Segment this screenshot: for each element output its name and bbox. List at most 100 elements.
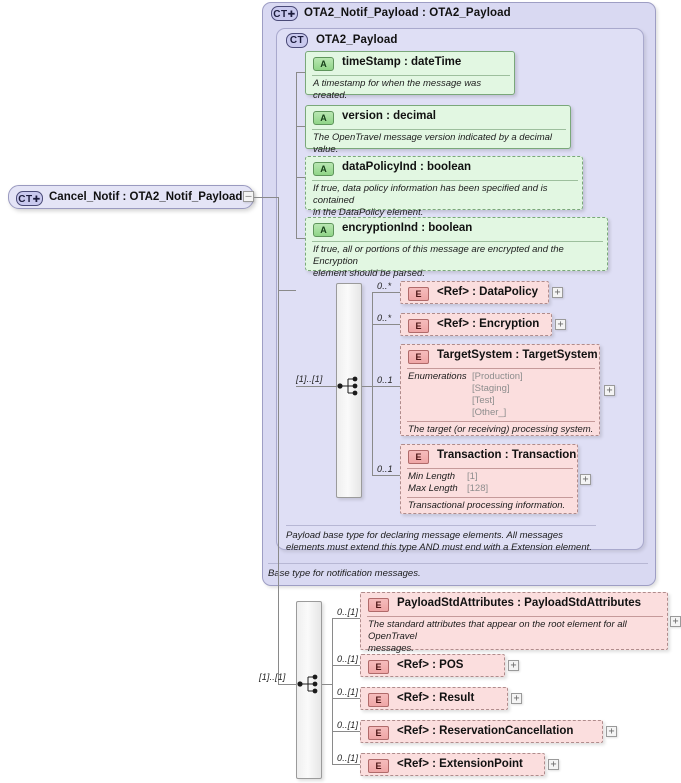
element-ref-datapolicy[interactable]: E <Ref> : DataPolicy (400, 281, 549, 304)
connector-root-vertical (278, 197, 279, 685)
attribute-separator (312, 75, 510, 76)
attribute-icon-encryptionind: A (313, 223, 334, 237)
connector-outer-seq-out (322, 684, 332, 685)
element-payloadstdattributes[interactable]: E PayloadStdAttributes : PayloadStdAttri… (360, 592, 668, 654)
facet-value-enumeration-staging: [Staging] (472, 383, 510, 394)
connector-child-reservationcancellation (332, 731, 360, 732)
element-icon-pos: E (368, 660, 389, 674)
element-name-extensionpoint: <Ref> : ExtensionPoint (397, 758, 523, 770)
connector-attr-timestamp (296, 72, 305, 73)
connector-inner-seq-out (362, 386, 372, 387)
element-name-targetsystem: TargetSystem : TargetSystem (437, 349, 598, 361)
facet-value-enumeration-other: [Other_] (472, 407, 507, 418)
expand-toggle-targetsystem[interactable]: + (604, 385, 615, 396)
facet-key-enumerations: Enumerations (408, 371, 467, 382)
facet-value-enumeration-production: [Production] (472, 371, 523, 382)
attribute-separator (312, 129, 566, 130)
sequence-compositor-icon-outer (297, 674, 318, 694)
element-icon-transaction: E (408, 450, 429, 464)
attribute-doc-datapolicyind: If true, data policy information has bee… (313, 183, 548, 218)
element-separator (367, 616, 663, 617)
element-ref-extensionpoint[interactable]: E <Ref> : ExtensionPoint (360, 753, 545, 776)
attribute-doc-encryptionind: If true, all or portions of this message… (313, 244, 564, 279)
expand-toggle-encryption[interactable]: + (555, 319, 566, 330)
attribute-name-version: version : decimal (342, 110, 436, 122)
attribute-icon-datapolicyind: A (313, 162, 334, 176)
element-name-pos: <Ref> : POS (397, 659, 464, 671)
connector-attr-datapolicyind (296, 177, 305, 178)
inner-sequence-bar[interactable] (336, 283, 362, 498)
connector-inner-children-spine (372, 292, 373, 475)
cardinality-datapolicy: 0..* (377, 281, 392, 291)
connector-root-to-inner-seq (278, 290, 296, 291)
attribute-encryptionind[interactable]: A encryptionInd : boolean If true, all o… (305, 217, 608, 279)
expand-toggle-transaction[interactable]: + (580, 474, 591, 485)
inner-type-title: OTA2_Payload (316, 34, 398, 46)
element-doc-payloadstdattributes: The standard attributes that appear on t… (368, 619, 627, 654)
outer-type-note: Base type for notification messages. (268, 568, 421, 579)
attribute-version[interactable]: A version : decimal The OpenTravel messa… (305, 105, 571, 155)
cardinality-result: 0..[1] (337, 687, 359, 697)
attribute-timestamp[interactable]: A timeStamp : dateTime A timestamp for w… (305, 51, 515, 101)
connector-child-payloadstdattributes (332, 618, 360, 619)
element-doc-transaction: Transactional processing information. (408, 500, 566, 511)
expand-toggle-result[interactable]: + (511, 693, 522, 704)
expand-toggle-datapolicy[interactable]: + (552, 287, 563, 298)
complex-type-plus-icon-outer[interactable]: CT✚ (271, 6, 298, 21)
element-name-datapolicy: <Ref> : DataPolicy (437, 286, 538, 298)
expand-toggle-reservationcancellation[interactable]: + (606, 726, 617, 737)
element-name-payloadstdattributes: PayloadStdAttributes : PayloadStdAttribu… (397, 597, 642, 609)
element-doc-targetsystem: The target (or receiving) processing sys… (408, 424, 594, 435)
root-element-cancel-notif[interactable]: CT✚ Cancel_Notif : OTA2_Notif_Payload (8, 185, 254, 209)
expand-toggle-payloadstdattributes[interactable]: + (670, 616, 681, 627)
outer-sequence-bar[interactable] (296, 601, 322, 779)
attribute-separator (312, 241, 603, 242)
expand-toggle-extensionpoint[interactable]: + (548, 759, 559, 770)
sequence-compositor-icon-inner (337, 376, 358, 396)
attribute-name-encryptionind: encryptionInd : boolean (342, 222, 473, 234)
element-targetsystem[interactable]: E TargetSystem : TargetSystem Enumeratio… (400, 344, 600, 436)
cardinality-extensionpoint: 0..[1] (337, 753, 359, 763)
complex-type-plus-icon-root[interactable]: CT✚ (16, 191, 43, 206)
attribute-datapolicyind[interactable]: A dataPolicyInd : boolean If true, data … (305, 156, 583, 218)
cardinality-pos: 0..[1] (337, 654, 359, 664)
complex-type-icon-inner[interactable]: CT (286, 33, 308, 48)
connector-child-targetsystem (372, 386, 400, 387)
element-name-transaction: Transaction : Transaction (437, 449, 577, 461)
facet-key-min-length: Min Length (408, 471, 456, 482)
element-name-encryption: <Ref> : Encryption (437, 318, 540, 330)
cardinality-transaction: 0..1 (377, 464, 393, 474)
element-ref-encryption[interactable]: E <Ref> : Encryption (400, 313, 552, 336)
connector-child-pos (332, 665, 360, 666)
connector-child-extensionpoint (332, 764, 360, 765)
facet-value-min-length: [1] (467, 471, 478, 482)
attribute-separator (312, 180, 578, 181)
element-ref-pos[interactable]: E <Ref> : POS (360, 654, 505, 677)
outer-type-separator (268, 563, 648, 564)
facet-key-max-length: Max Length (408, 483, 458, 494)
attribute-icon-version: A (313, 111, 334, 125)
attribute-name-datapolicyind: dataPolicyInd : boolean (342, 161, 472, 173)
expand-toggle-pos[interactable]: + (508, 660, 519, 671)
element-ref-result[interactable]: E <Ref> : Result (360, 687, 508, 710)
element-icon-encryption: E (408, 319, 429, 333)
connector-attr-encryptionind (296, 238, 305, 239)
element-icon-extensionpoint: E (368, 759, 389, 773)
root-collapse-toggle[interactable]: – (243, 191, 254, 202)
cardinality-payloadstdattributes: 0..[1] (337, 607, 359, 617)
element-icon-result: E (368, 693, 389, 707)
element-icon-reservationcancellation: E (368, 726, 389, 740)
element-separator (407, 468, 573, 469)
element-ref-reservationcancellation[interactable]: E <Ref> : ReservationCancellation (360, 720, 603, 743)
element-name-reservationcancellation: <Ref> : ReservationCancellation (397, 725, 574, 737)
connector-child-encryption (372, 324, 400, 325)
element-transaction[interactable]: E Transaction : Transaction Min Length [… (400, 444, 578, 514)
root-element-label: Cancel_Notif : OTA2_Notif_Payload (49, 191, 243, 203)
inner-type-note: Payload base type for declaring message … (286, 530, 592, 553)
ct-badge-text-inner: CT (289, 35, 305, 46)
element-icon-datapolicy: E (408, 287, 429, 301)
outer-sequence-cardinality: [1]..[1] (259, 672, 286, 682)
inner-sequence-cardinality: [1]..[1] (296, 374, 323, 384)
element-icon-payloadstdattributes: E (368, 598, 389, 612)
